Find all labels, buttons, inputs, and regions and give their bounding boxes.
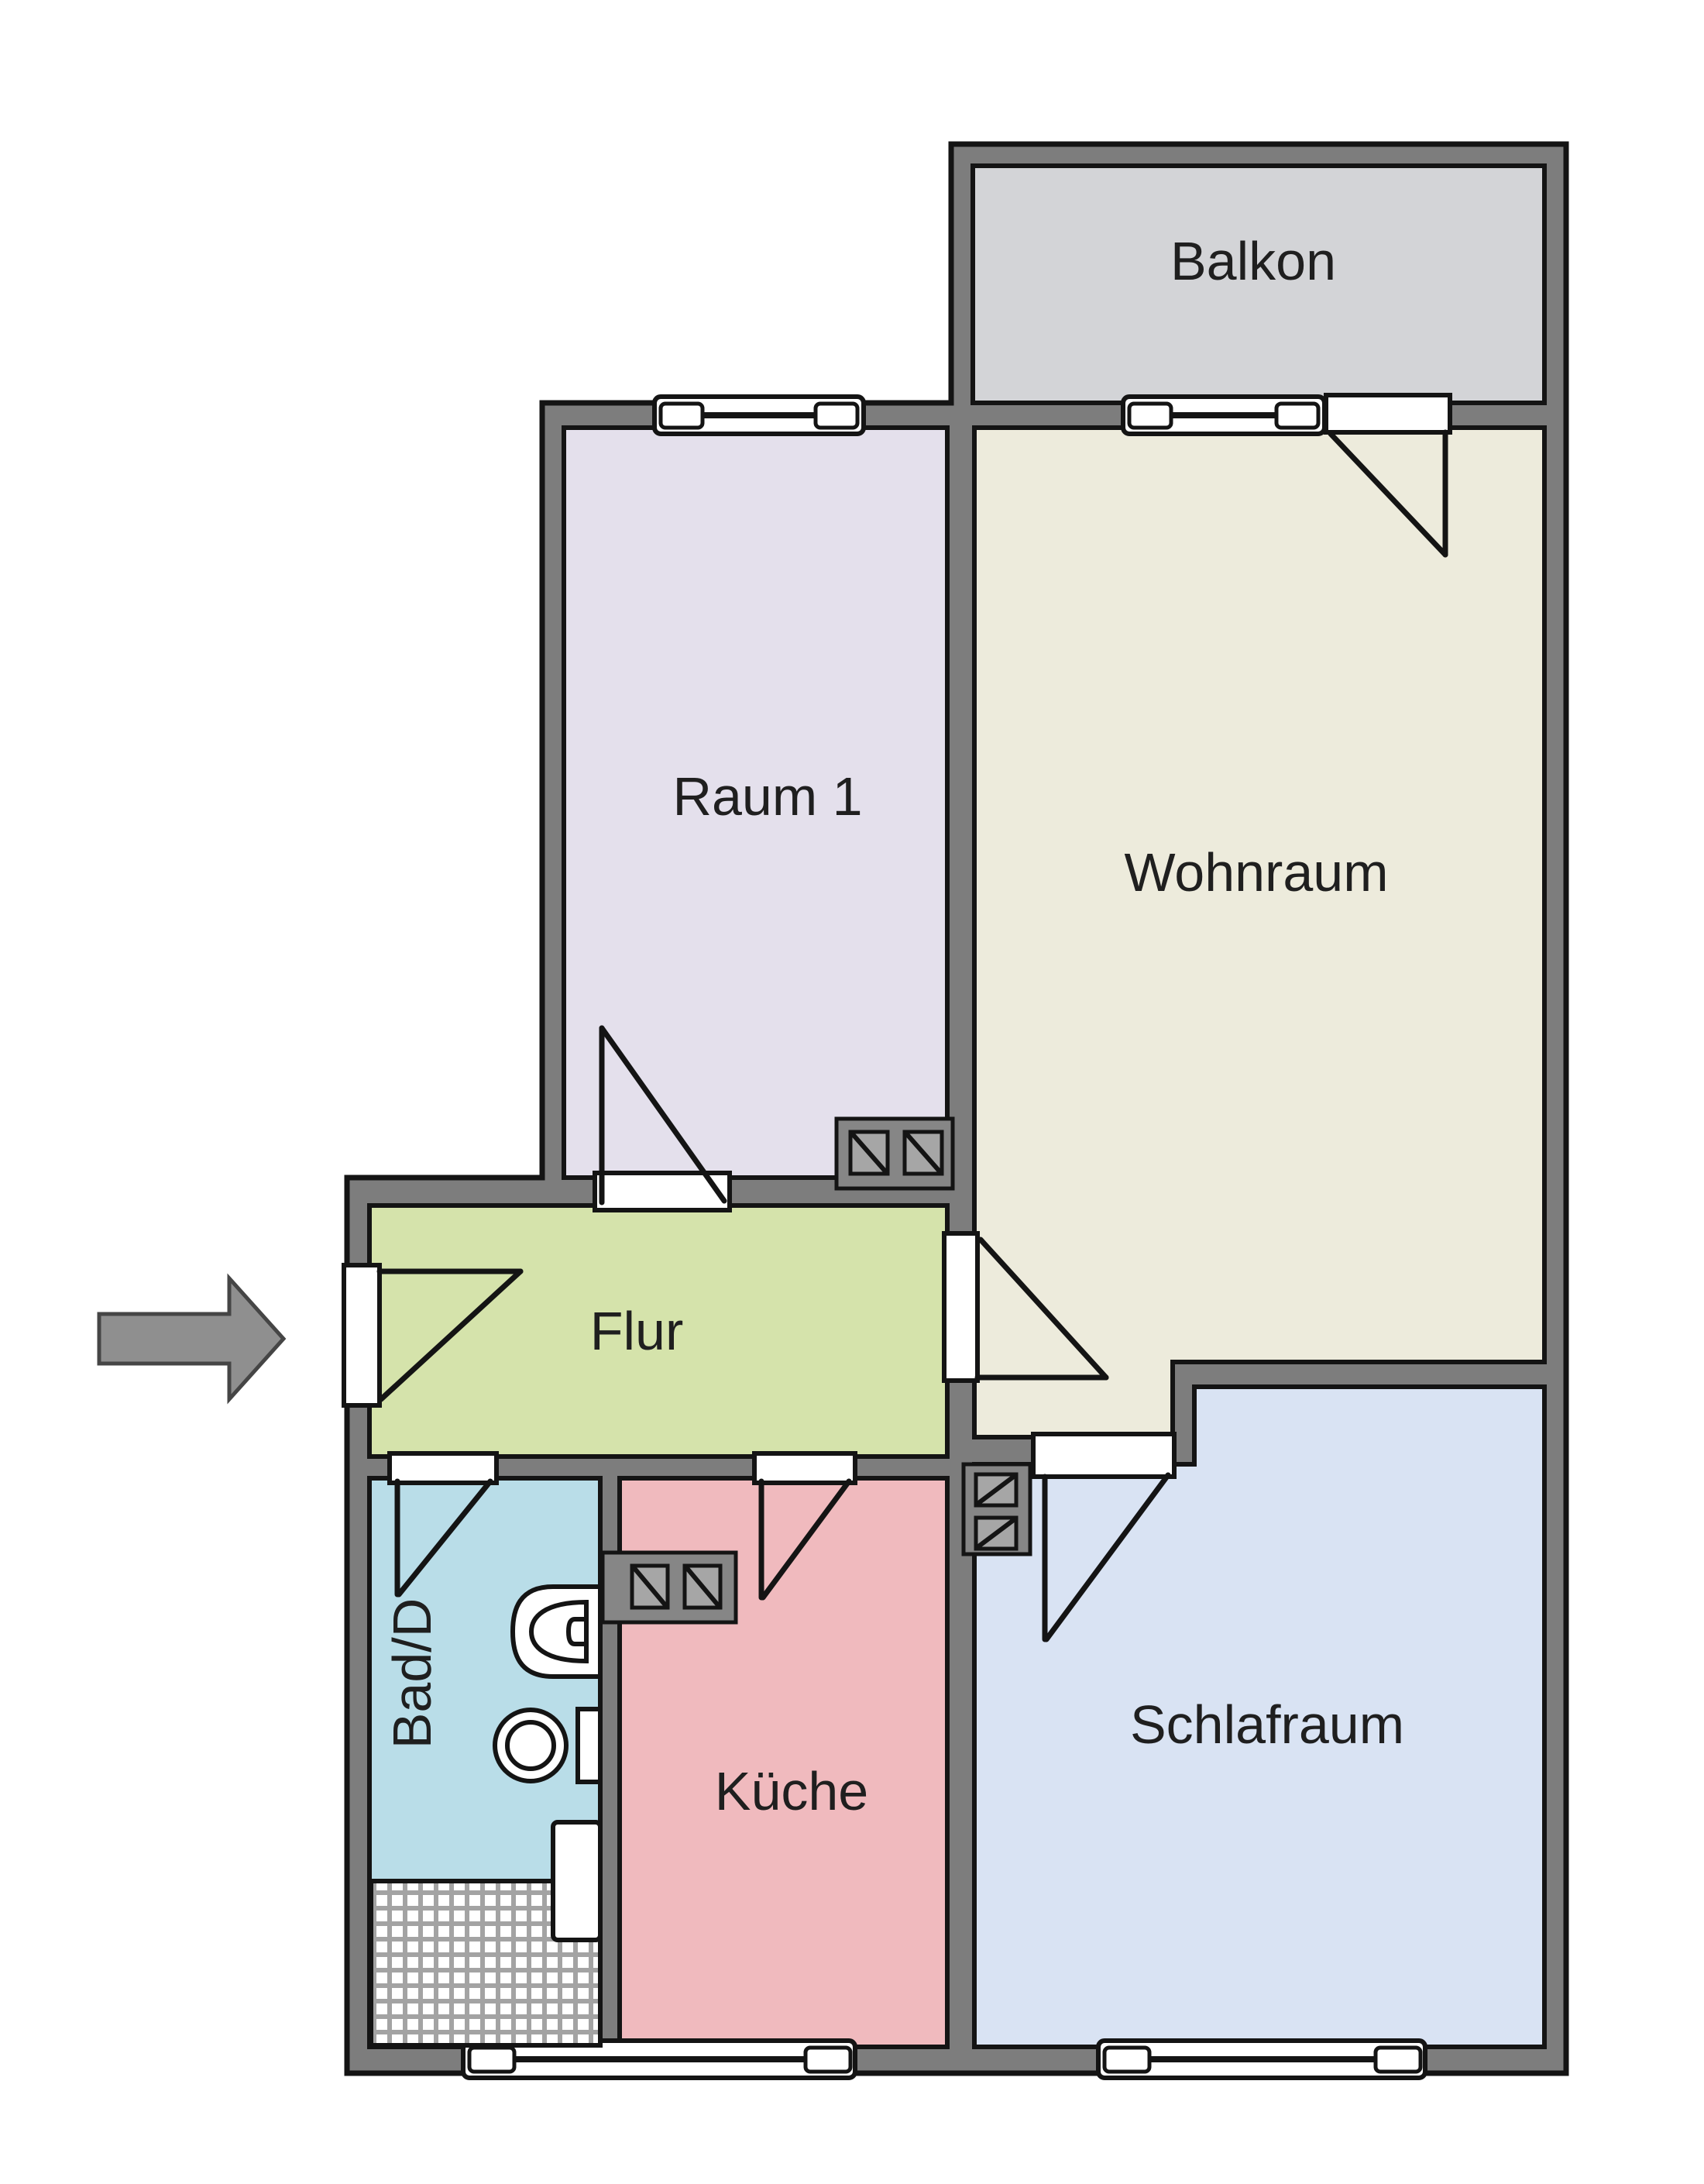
entrance-door — [342, 1263, 524, 1408]
washer-cabinet-icon — [551, 1820, 603, 1942]
room-label-kueche: Küche — [715, 1761, 868, 1821]
entrance-arrow-icon — [97, 1273, 287, 1405]
room-label-bad: Bad/D — [382, 1598, 442, 1749]
bath-kitchen-bottom-window — [461, 2038, 857, 2080]
wall-center-divider — [947, 403, 974, 2047]
wall-balcony-top — [951, 144, 1566, 166]
bad-door — [387, 1451, 499, 1598]
kueche-shaft — [600, 1550, 738, 1625]
schlafraum-shaft — [961, 1462, 1032, 1556]
room-label-balkon: Balkon — [1170, 231, 1336, 291]
kueche-door — [752, 1451, 857, 1601]
room-label-wohnraum: Wohnraum — [1124, 842, 1388, 903]
doors — [342, 393, 1452, 1642]
balcony-door — [1324, 393, 1452, 558]
room-schlafraum — [972, 1384, 1547, 2049]
room-balkon — [971, 163, 1547, 405]
raum1-shaft — [834, 1116, 955, 1191]
bath-fixtures — [369, 1584, 603, 2048]
wall-right-outer — [1544, 144, 1566, 2073]
wall-balcony-left — [951, 144, 973, 403]
wall-raum1-left — [542, 403, 564, 1205]
room-label-flur: Flur — [590, 1301, 684, 1361]
room-label-schlafraum: Schlafraum — [1130, 1694, 1404, 1755]
bedroom-bottom-window — [1096, 2038, 1427, 2080]
basin-icon — [493, 1707, 603, 1784]
room-raum1 — [562, 425, 950, 1180]
windows — [461, 394, 1427, 2080]
room-label-raum1: Raum 1 — [672, 766, 862, 827]
raum1-top-window — [652, 394, 866, 436]
balcony-window — [1121, 394, 1327, 436]
toilet-icon — [510, 1584, 603, 1679]
schlafraum-door — [1031, 1432, 1177, 1642]
wall-wohn-schlaf — [1193, 1362, 1566, 1387]
room-flur — [367, 1203, 950, 1459]
room-wohnraum — [972, 425, 1547, 1439]
wohnraum-door — [942, 1231, 1109, 1383]
raum1-door — [593, 1025, 732, 1212]
